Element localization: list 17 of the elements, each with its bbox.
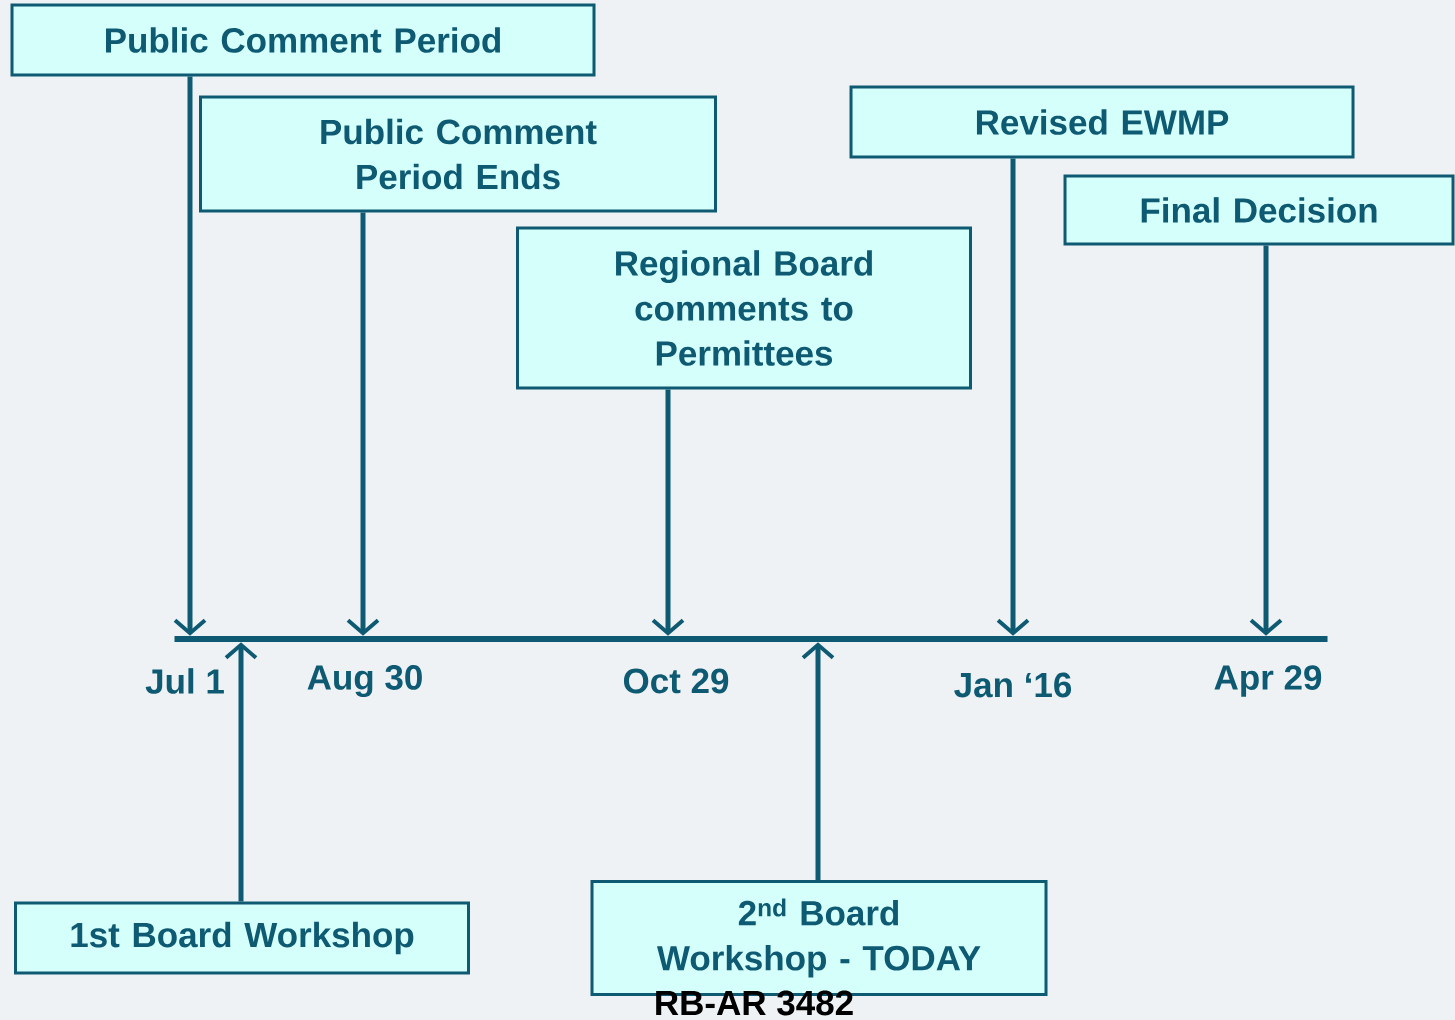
date-label: Aug 30 — [307, 665, 422, 697]
date-label: Apr 29 — [1214, 665, 1322, 697]
timeline-bar — [174, 636, 1328, 642]
arrow — [346, 212, 380, 636]
arrow — [1249, 245, 1283, 636]
event-box: Regional Board comments to Permittees — [516, 226, 972, 390]
event-box: Revised EWMP — [849, 85, 1355, 159]
arrow — [651, 389, 685, 636]
event-box: Final Decision — [1063, 174, 1455, 246]
event-box: 1st Board Workshop — [14, 901, 470, 975]
event-box: Public Comment Period — [10, 3, 596, 77]
arrow — [224, 642, 258, 902]
arrow — [801, 642, 835, 880]
arrow — [996, 158, 1030, 636]
arrow — [173, 76, 207, 636]
event-box: Public Comment Period Ends — [199, 95, 717, 213]
date-label: Jul 1 — [145, 668, 224, 694]
